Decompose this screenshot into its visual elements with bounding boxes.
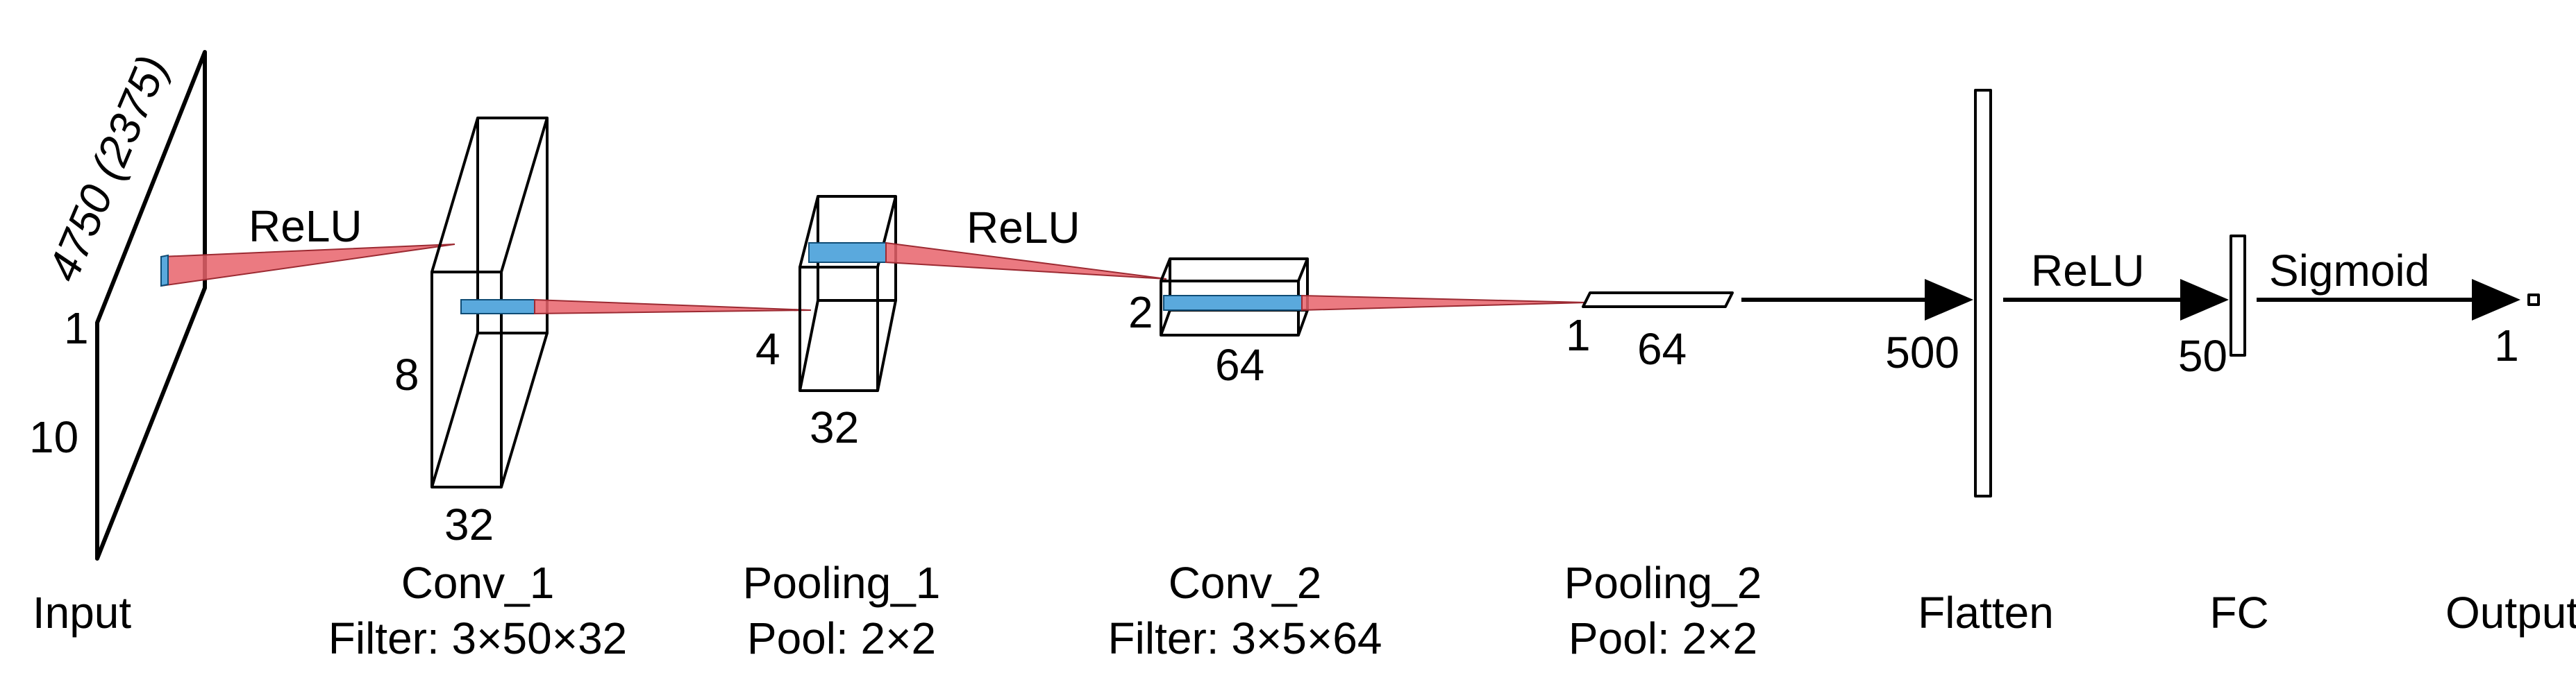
- output-block: 1 Output: [2445, 294, 2576, 638]
- arrow-flatten-fc-head: [2180, 279, 2229, 321]
- conv1-width-label: 32: [444, 500, 494, 550]
- pool1-pool-detail: Pool: 2×2: [747, 613, 936, 663]
- output-sigmoid-label: Sigmoid: [2269, 246, 2429, 296]
- kernel-beam-pool1-conv2: [885, 241, 1167, 280]
- input-layer: 4750 (2375) 1 10 Input: [29, 49, 207, 638]
- pool2-width-label: 64: [1637, 324, 1687, 374]
- conv2-relu-label: ReLU: [967, 203, 1080, 253]
- kernel-beam-conv1-pool1: [534, 298, 812, 315]
- conv1-block: 8 32 Conv_1 Filter: 3×50×32: [328, 117, 628, 663]
- pool2-slab: [1582, 291, 1734, 308]
- input-kernel-slab: [160, 254, 169, 287]
- input-plate: [95, 50, 207, 561]
- pool2-pool-detail: Pool: 2×2: [1569, 613, 1757, 663]
- pool1-height-label: 4: [755, 324, 780, 374]
- pool1-kernel-slab: [808, 242, 887, 263]
- conv1-relu-label: ReLU: [249, 201, 362, 251]
- fc-block: 50 FC: [2178, 235, 2269, 638]
- input-depth-label: 10: [29, 412, 78, 462]
- conv1-filter-detail: Filter: 3×50×32: [328, 613, 628, 663]
- conv1-height-label: 8: [394, 350, 419, 400]
- conv2-caption: Conv_2: [1169, 558, 1322, 608]
- conv2-height-label: 2: [1128, 287, 1153, 337]
- input-height-label: 1: [64, 303, 89, 353]
- pool1-front-face: [798, 266, 879, 392]
- pool2-height-label: 1: [1566, 310, 1591, 360]
- pool2-block: 1 64 Pooling_2 Pool: 2×2: [1564, 291, 1762, 663]
- conv1-caption: Conv_1: [401, 558, 555, 608]
- flatten-size-label: 500: [1885, 328, 1959, 377]
- conv2-filter-detail: Filter: 3×5×64: [1108, 613, 1382, 663]
- pool1-caption: Pooling_1: [743, 558, 941, 608]
- arrow-pool2-flatten-head: [1925, 279, 1973, 321]
- pool2-caption: Pooling_2: [1564, 558, 1762, 608]
- fc-size-label: 50: [2178, 331, 2227, 381]
- input-caption: Input: [33, 588, 132, 638]
- flatten-bar: [1974, 89, 1992, 497]
- output-size-label: 1: [2494, 321, 2519, 371]
- flatten-caption: Flatten: [1918, 588, 2054, 638]
- conv2-width-label: 64: [1215, 340, 1264, 390]
- pool1-block: 4 32 Pooling_1 Pool: 2×2: [743, 195, 941, 663]
- output-caption: Output: [2445, 588, 2576, 638]
- conv1-kernel-slab: [460, 299, 535, 314]
- conv1-front-face: [430, 271, 503, 488]
- pool1-width-label: 32: [810, 402, 859, 452]
- output-node: [2527, 294, 2540, 306]
- flatten-block: 500 Flatten: [1885, 89, 2054, 638]
- conv1-back-face: [476, 117, 549, 334]
- arrow-fc-output-head: [2472, 279, 2520, 321]
- kernel-beam-conv2-pool2: [1301, 294, 1587, 312]
- fc-relu-label: ReLU: [2031, 246, 2145, 296]
- conv2-block: 2 64 Conv_2 Filter: 3×5×64: [1108, 257, 1382, 663]
- fc-bar: [2230, 235, 2246, 357]
- fc-caption: FC: [2209, 588, 2268, 638]
- conv2-kernel-slab: [1163, 295, 1303, 311]
